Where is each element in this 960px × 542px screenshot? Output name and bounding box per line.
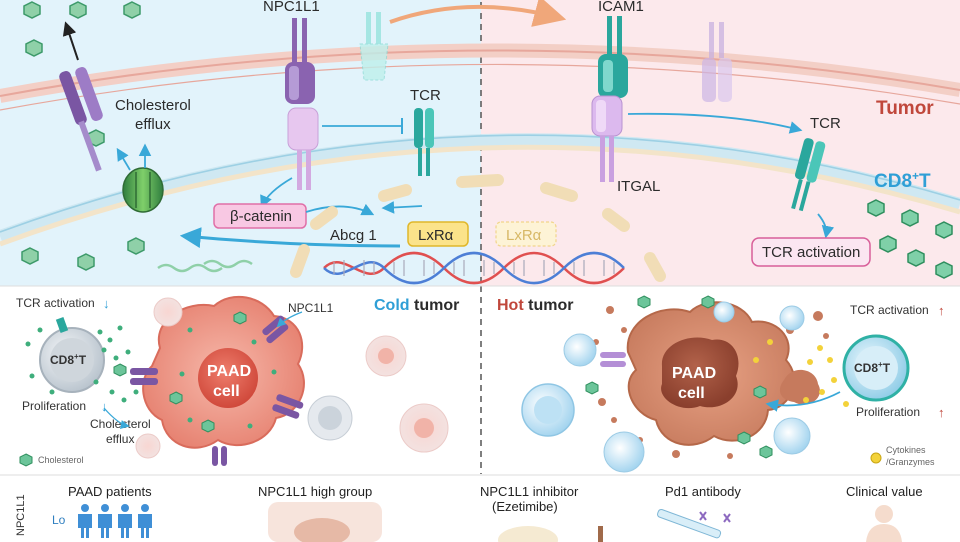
cold-cholesterol-hexagons (113, 311, 247, 433)
hot-proliferation-label: Proliferation (856, 405, 920, 419)
hot-cytokine-dots (753, 339, 849, 407)
cold-cholesterol-dots (25, 325, 277, 429)
mrna-squiggle-1 (157, 263, 223, 273)
cold-paad-cell (142, 296, 305, 449)
bottom-background (0, 474, 960, 542)
tcr-activation-box (751, 237, 871, 267)
cold-proliferation-label: Proliferation (22, 399, 86, 413)
cholesterol-molecules-top-right (867, 199, 953, 279)
hot-paad-label-1: PAAD (672, 365, 716, 382)
npc1l1-high-group-label: NPC1L1 high group (258, 484, 372, 499)
itgal-label: ITGAL (617, 178, 660, 195)
cold-tcr-down-arrow: ↓ (103, 296, 110, 311)
cold-efflux-label-1: Cholesterol (90, 417, 151, 431)
patient-icons (78, 504, 152, 538)
inhibitor-label-1: NPC1L1 inhibitor (480, 484, 579, 499)
organ-illustration (268, 502, 382, 542)
faded-receptor-left (359, 12, 389, 81)
beta-catenin-label: β-catenin (230, 208, 292, 225)
hot-cholesterol-hexagons (585, 295, 773, 459)
cold-npc1l1-label: NPC1L1 (288, 301, 334, 315)
syringe-illustration (657, 508, 731, 539)
cold-paad-label-1: PAAD (207, 363, 251, 380)
cholesterol-legend-icon (19, 453, 33, 467)
cytokine-legend-icon (870, 452, 882, 464)
faded-receptor-right (702, 22, 732, 102)
lxra-faded-box (495, 221, 557, 247)
npc1l1-axis-label: NPC1L1 (15, 494, 27, 536)
cholesterol-efflux-label-1: Cholesterol (115, 97, 191, 114)
cold-efflux-label-2: efflux (106, 432, 134, 446)
nuclear-envelope (290, 174, 666, 282)
cholesterol-channel (122, 167, 164, 213)
hot-paad-cell (626, 301, 796, 446)
hot-immune-cells (521, 301, 811, 473)
pill-illustration (498, 526, 558, 542)
cytokine-legend-label-1: Cytokines (886, 445, 926, 455)
cold-cd8t-label: CD8+T (50, 352, 87, 367)
npc1l1-receptor (285, 18, 319, 190)
paad-patients-label: PAAD patients (68, 484, 152, 499)
beta-catenin-box (213, 203, 307, 229)
inhibitor-label-2: (Ezetimibe) (492, 499, 558, 514)
tcr-receptor-right (791, 138, 826, 212)
transfer-arrow (389, 0, 567, 27)
cold-tumor-title: Cold tumor (374, 297, 459, 314)
hot-proliferation-up-arrow: ↑ (938, 405, 945, 420)
dna-helix (323, 251, 625, 285)
lxr-feedback-arrow (179, 227, 401, 249)
tcr-receptor-left (414, 108, 434, 176)
cold-paad-label-2: cell (213, 383, 240, 400)
hot-tumor-title: Hot tumor (497, 297, 573, 314)
tcr-label-left: TCR (410, 87, 441, 104)
lxra-label: LxRα (418, 227, 454, 244)
icam1-receptor (598, 16, 628, 98)
hot-tcr-activation-label: TCR activation (850, 303, 929, 317)
tumor-label: Tumor (876, 98, 934, 119)
efflux-transporter (59, 67, 103, 172)
cytokine-legend-label-2: /Granzymes (886, 457, 935, 467)
person-illustration (866, 505, 902, 542)
lxra-faded-label: LxRα (506, 227, 542, 244)
pd1-antibody-label: Pd1 antibody (665, 484, 741, 499)
cold-npc1l1-receptors (130, 315, 304, 466)
abcg1-label: Abcg 1 (330, 227, 377, 244)
cold-cd8-cell (39, 327, 105, 393)
arrow-post-illustration (598, 526, 603, 542)
hot-cd8t-label: CD8+T (854, 360, 891, 375)
hot-tumor-fragments (593, 306, 829, 459)
lxra-box (407, 221, 469, 247)
cholesterol-legend-label: Cholesterol (38, 455, 84, 465)
itgal-receptor (591, 95, 623, 182)
cold-proliferation-down-arrow: ↓ (101, 399, 108, 414)
icam1-label: ICAM1 (598, 0, 644, 15)
clinical-value-label: Clinical value (846, 484, 923, 499)
hot-tcr-up-arrow: ↑ (938, 303, 945, 318)
tcr-label-right: TCR (810, 115, 841, 132)
cholesterol-efflux-label-2: efflux (135, 116, 171, 133)
cd8t-label-top: CD8+T (874, 169, 931, 192)
hot-paad-label-2: cell (678, 385, 705, 402)
hot-cd8-cell (842, 334, 910, 402)
cold-tcr-activation-label: TCR activation (16, 296, 95, 310)
npc1l1-label-top: NPC1L1 (263, 0, 320, 15)
tcr-activation-label-top: TCR activation (762, 244, 860, 261)
lo-label: Lo (52, 513, 66, 527)
cold-background-cells (135, 297, 449, 459)
efflux-up-arrow (62, 21, 79, 61)
